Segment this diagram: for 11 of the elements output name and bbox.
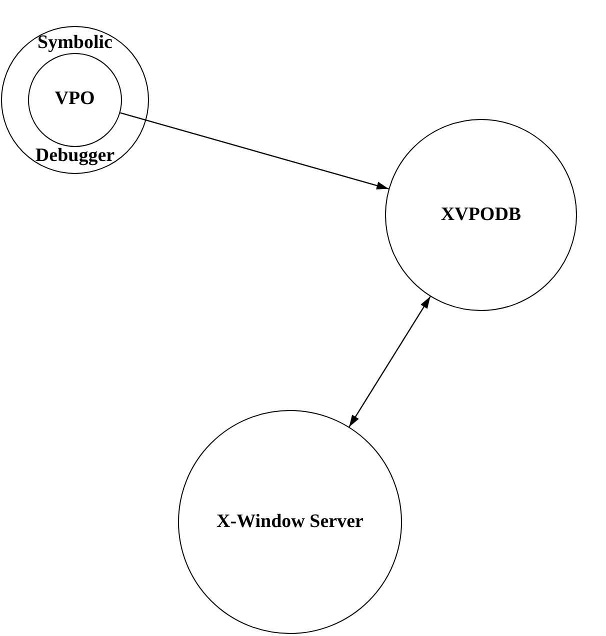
node-label: XVPODB bbox=[440, 204, 522, 226]
arrow bbox=[348, 296, 431, 428]
circle-node bbox=[385, 119, 577, 311]
circle-node bbox=[28, 52, 122, 147]
node-label: X-Window Server bbox=[216, 512, 364, 532]
circle-node bbox=[178, 410, 402, 634]
circle-node bbox=[1, 26, 149, 174]
node-label: Symbolic bbox=[38, 33, 112, 54]
node-label: Debugger bbox=[35, 146, 115, 167]
arrow bbox=[120, 112, 389, 190]
node-label: VPO bbox=[54, 89, 95, 110]
